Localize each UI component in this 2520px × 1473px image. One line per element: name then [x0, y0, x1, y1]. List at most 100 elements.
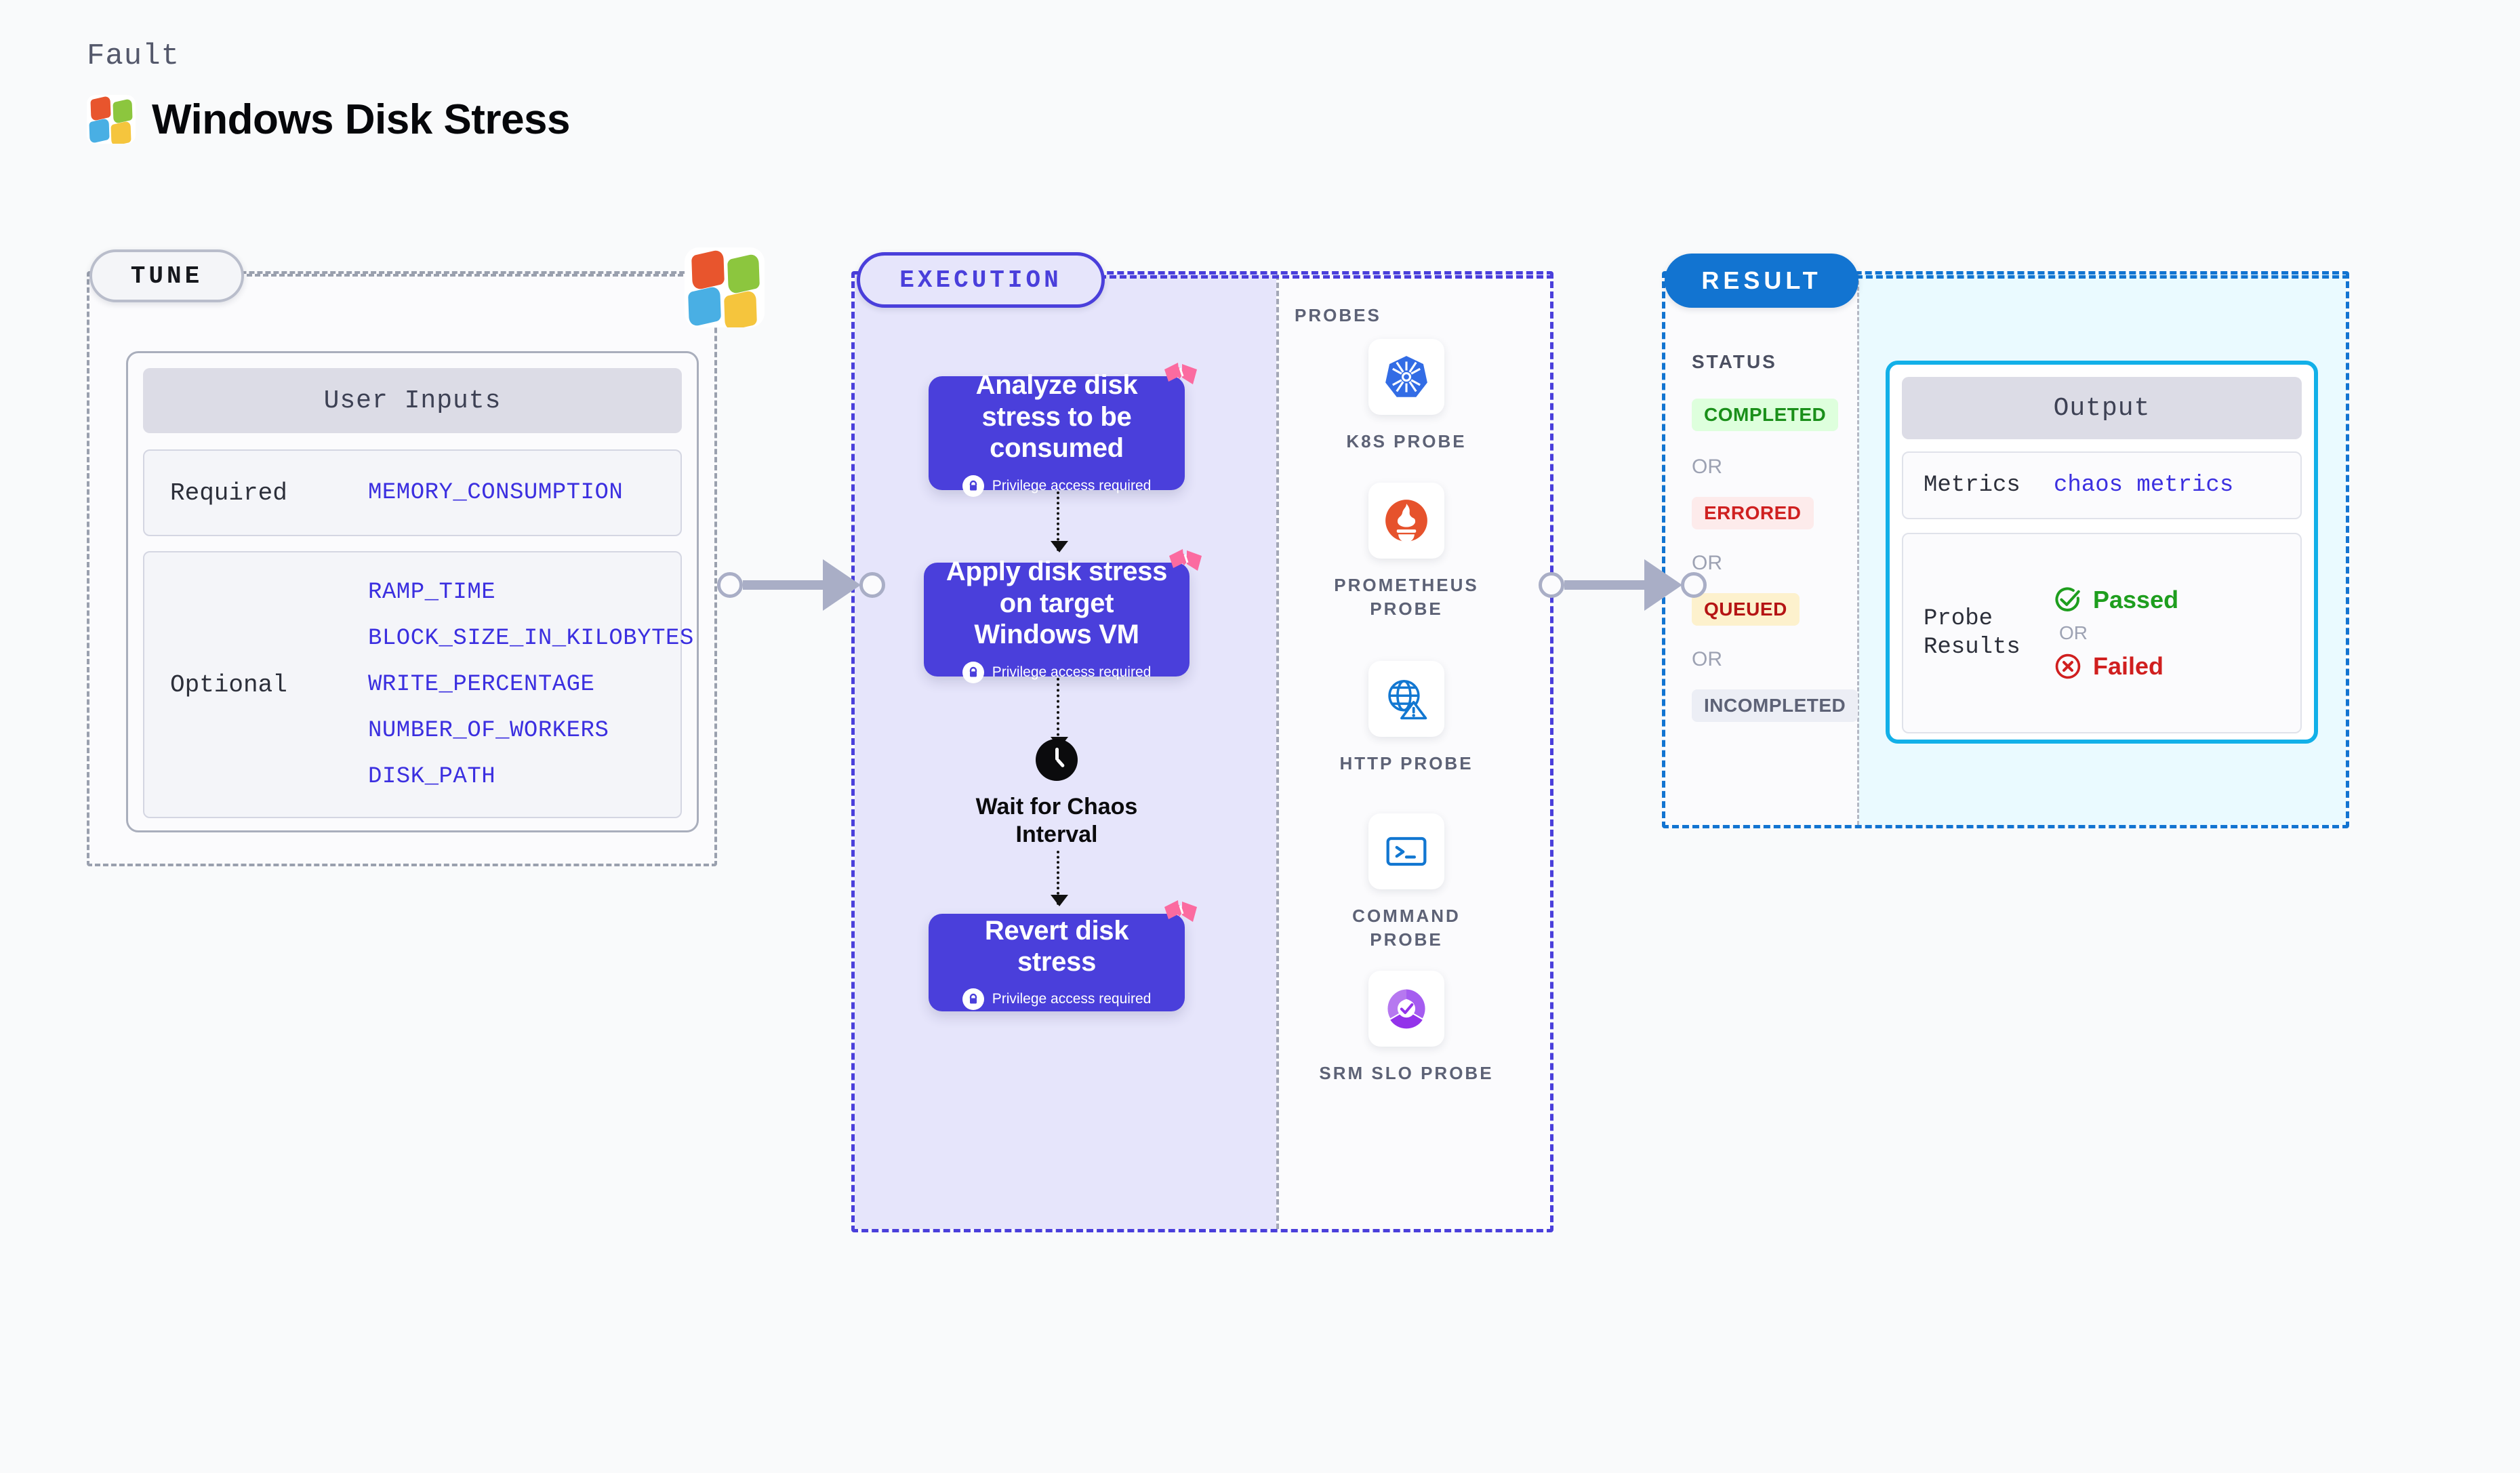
status-or-2: OR — [1692, 552, 1722, 574]
status-or-3: OR — [1692, 648, 1722, 670]
probe-label: PROMETHEUS PROBE — [1334, 575, 1479, 620]
harness-ribbon-icon — [1169, 549, 1202, 571]
privilege-note-text: Privilege access required — [992, 991, 1152, 1007]
probe-tile — [1368, 483, 1444, 559]
probe-label: K8S PROBE — [1346, 431, 1467, 451]
terminal-icon — [1386, 836, 1427, 866]
privilege-note: Privilege access required — [962, 988, 1152, 1011]
status-or-1: OR — [1692, 456, 1722, 478]
connector-start-dot — [1539, 572, 1564, 598]
status-badge-completed: COMPLETED — [1692, 399, 1839, 431]
output-card: Output Metrics chaos metrics Probe Resul… — [1886, 361, 2318, 744]
lock-icon — [962, 475, 984, 497]
param-ramp-time[interactable]: RAMP_TIME — [368, 580, 496, 605]
connector-shaft — [1564, 580, 1644, 590]
lock-icon — [962, 988, 984, 1011]
connector-execution-to-result — [1539, 559, 1707, 611]
status-title: STATUS — [1692, 351, 1777, 372]
privilege-note-text: Privilege access required — [992, 477, 1152, 493]
status-badge-errored: ERRORED — [1692, 497, 1814, 529]
flow-connector-1 — [1051, 491, 1068, 552]
privilege-note: Privilege access required — [962, 475, 1152, 497]
probe-item-prometheus[interactable]: PROMETHEUS PROBE — [1318, 483, 1495, 621]
execution-node-apply[interactable]: Apply disk stress on target Windows VM P… — [924, 549, 1202, 683]
harness-ribbon-icon — [1164, 900, 1197, 922]
connector-start-dot — [717, 572, 743, 598]
param-disk-path[interactable]: DISK_PATH — [368, 764, 496, 790]
probe-results-values: Passed OR Failed — [2054, 586, 2178, 681]
probe-result-passed: Passed — [2054, 586, 2178, 614]
flow-connector-3 — [1051, 851, 1068, 906]
clock-icon — [1036, 739, 1078, 781]
status-badge-incompleted: INCOMPLETED — [1692, 689, 1858, 722]
probe-result-or: OR — [2059, 622, 2088, 643]
prometheus-icon — [1385, 500, 1427, 543]
execution-badge[interactable]: EXECUTION — [857, 252, 1105, 308]
page-title: Windows Disk Stress — [152, 96, 571, 143]
probe-label: SRM SLO PROBE — [1319, 1063, 1494, 1083]
probe-results-label: Probe Results — [1924, 605, 2020, 661]
execution-probes-divider — [1276, 275, 1279, 1229]
execution-dash-connector — [1099, 275, 1553, 279]
result-dash-connector — [1856, 275, 2349, 279]
probe-item-k8s[interactable]: K8S PROBE — [1318, 339, 1495, 453]
probe-label: HTTP PROBE — [1339, 753, 1474, 773]
probes-title: PROBES — [1295, 305, 1381, 325]
execution-node-title: Analyze disk stress to be consumed — [975, 370, 1138, 464]
execution-node-analyze[interactable]: Analyze disk stress to be consumed Privi… — [929, 363, 1197, 497]
x-circle-icon — [2055, 653, 2081, 679]
result-badge[interactable]: RESULT — [1665, 254, 1858, 308]
probe-results-row: Probe Results Passed OR Failed — [1902, 533, 2302, 733]
lock-icon — [962, 661, 984, 683]
tune-dash-connector — [239, 274, 691, 277]
probe-item-http[interactable]: HTTP PROBE — [1318, 661, 1495, 775]
connector-tune-to-execution — [717, 559, 885, 611]
probe-result-failed: Failed — [2054, 652, 2178, 681]
tune-badge[interactable]: TUNE — [89, 249, 244, 302]
probe-label: COMMAND PROBE — [1352, 906, 1461, 950]
privilege-note: Privilege access required — [962, 661, 1152, 683]
optional-params-row: Optional RAMP_TIME BLOCK_SIZE_IN_KILOBYT… — [143, 551, 693, 818]
kubernetes-icon — [1385, 356, 1427, 397]
metrics-label: Metrics — [1924, 472, 2020, 498]
wait-for-chaos-interval-step: Wait for Chaos Interval — [976, 739, 1137, 849]
check-circle-icon — [2055, 587, 2080, 611]
required-label: Required — [170, 479, 287, 507]
execution-node-title: Apply disk stress on target Windows VM — [946, 557, 1168, 650]
connector-arrowhead — [1644, 559, 1682, 611]
required-param-list: MEMORY_CONSUMPTION — [368, 480, 623, 506]
param-block-size-in-kilobytes[interactable]: BLOCK_SIZE_IN_KILOBYTES — [368, 626, 694, 651]
connector-end-dot — [859, 572, 885, 598]
failed-label: Failed — [2093, 652, 2164, 680]
srm-slo-icon — [1387, 989, 1425, 1029]
connector-shaft — [743, 580, 823, 590]
windows-logo-icon — [685, 247, 765, 327]
privilege-note-text: Privilege access required — [992, 664, 1152, 680]
param-number-of-workers[interactable]: NUMBER_OF_WORKERS — [368, 718, 609, 744]
passed-label: Passed — [2093, 586, 2179, 613]
metrics-row: Metrics chaos metrics — [1902, 451, 2302, 519]
metrics-value[interactable]: chaos metrics — [2054, 472, 2234, 498]
connector-arrowhead — [823, 559, 861, 611]
user-inputs-title: User Inputs — [143, 368, 682, 433]
connector-end-dot — [1681, 572, 1707, 598]
status-badge-queued: QUEUED — [1692, 593, 1800, 626]
param-memory-consumption[interactable]: MEMORY_CONSUMPTION — [368, 480, 624, 506]
param-write-percentage[interactable]: WRITE_PERCENTAGE — [368, 672, 595, 698]
user-inputs-card: User Inputs Required MEMORY_CONSUMPTION … — [126, 351, 699, 832]
required-params-row: Required MEMORY_CONSUMPTION — [143, 449, 682, 536]
probe-item-command[interactable]: COMMAND PROBE — [1318, 813, 1495, 952]
page-title-row: Windows Disk Stress — [87, 95, 571, 144]
harness-ribbon-icon — [1164, 363, 1197, 384]
probe-tile — [1368, 813, 1444, 889]
probe-tile — [1368, 971, 1444, 1047]
probe-tile — [1368, 339, 1444, 415]
windows-logo-icon — [87, 95, 136, 144]
execution-node-title: Revert disk stress — [984, 915, 1129, 977]
output-title: Output — [1902, 377, 2302, 439]
http-globe-icon — [1388, 680, 1427, 720]
result-status-divider — [1857, 275, 1859, 825]
page-eyebrow: Fault — [87, 39, 180, 73]
probe-item-srm-slo[interactable]: SRM SLO PROBE — [1318, 971, 1495, 1085]
execution-node-revert[interactable]: Revert disk stress Privilege access requ… — [929, 900, 1197, 1011]
